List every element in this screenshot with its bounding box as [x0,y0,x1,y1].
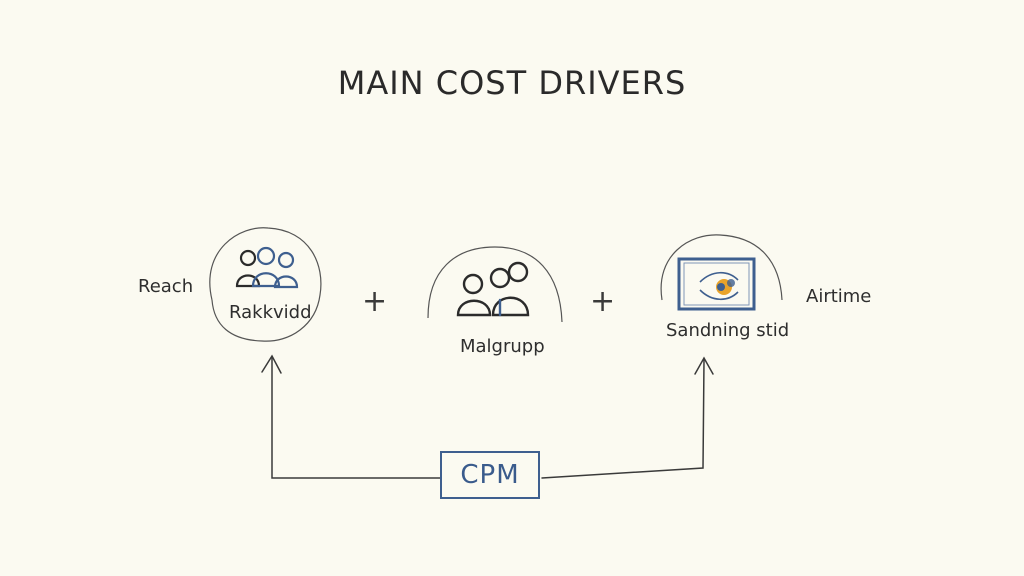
target-group-label: Malgrupp [460,336,545,357]
people-pair-icon [456,261,530,317]
airtime-circle [660,234,783,301]
airtime-outer-label: Airtime [806,286,872,307]
airtime-inner-label: Sandning stid [666,320,790,341]
cpm-label: CPM [460,460,520,490]
plus-operator-1: + [362,284,388,319]
reach-outer-label: Reach [138,276,194,297]
plus-operator-2: + [590,284,616,319]
cpm-connectors [261,354,714,479]
diagram-title: MAIN COST DRIVERS [337,64,687,102]
target-group-circle [427,246,563,323]
reach-inner-label: Rakkvidd [229,302,312,323]
cpm-box: CPM [440,451,540,499]
reach-circle [209,227,322,342]
tv-screen-icon [677,257,756,311]
people-group-icon [235,246,299,289]
